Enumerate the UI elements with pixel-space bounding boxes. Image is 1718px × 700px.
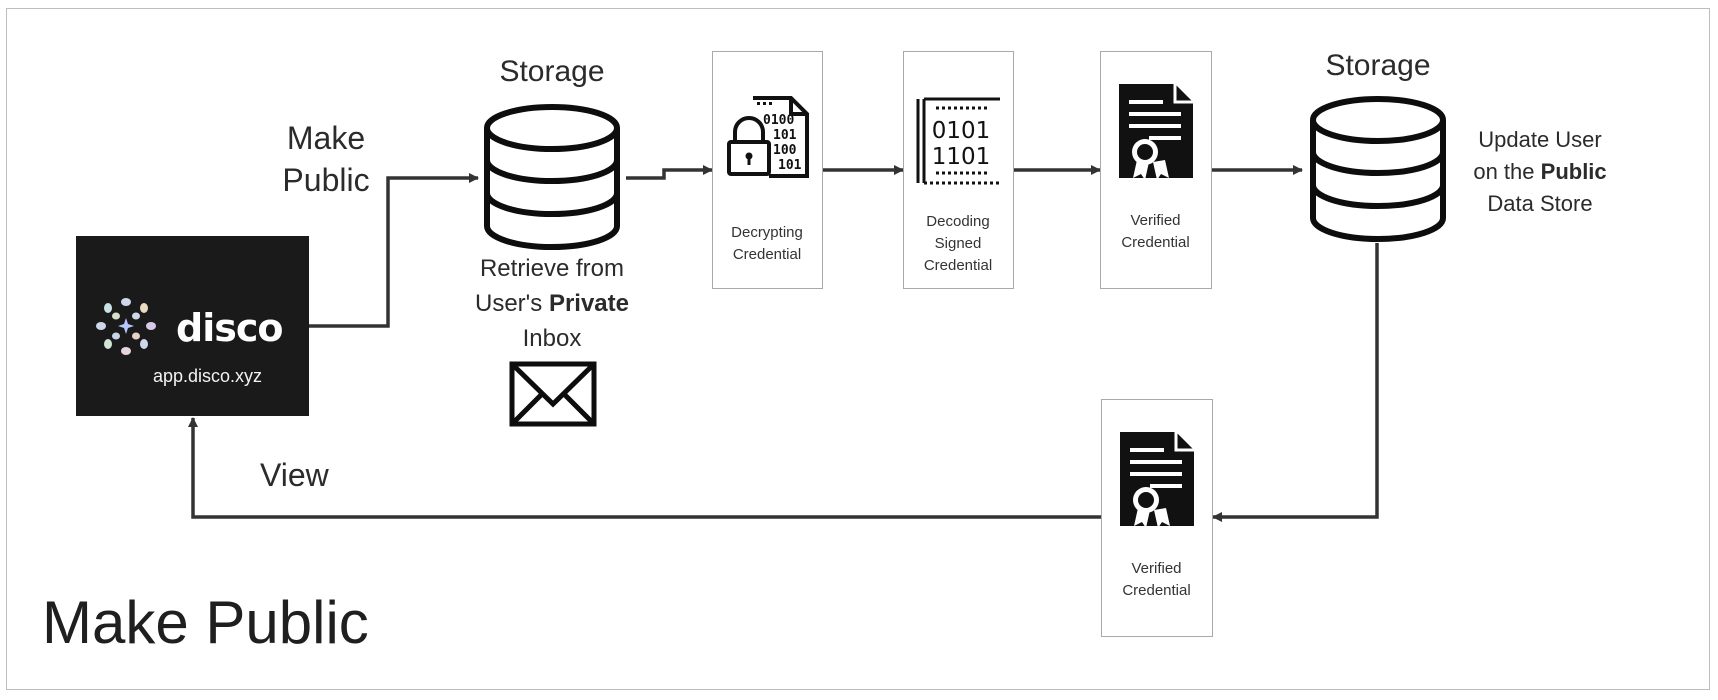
database-icon [484,104,620,250]
certificate-icon [1119,84,1193,180]
binary-document-icon: 0101 1101 [916,97,1000,185]
page-title: Make Public [42,589,369,656]
svg-text:0100: 0100 [763,113,794,128]
certificate-icon [1120,432,1194,528]
svg-text:0101: 0101 [932,118,991,144]
edge-label-view: View [260,457,329,493]
storage-caption-private: Retrieve from User's Private Inbox [475,255,629,352]
svg-text:1101: 1101 [932,144,991,170]
envelope-icon [509,361,597,427]
logo-brand-text: disco [176,306,283,350]
disco-app-logo[interactable]: disco app.disco.xyz [76,236,309,416]
edge-storage-to-verified2 [1212,243,1379,522]
storage-caption-public: Update User on the Public Data Store [1473,127,1607,216]
svg-text:101: 101 [773,128,797,143]
edge-logo-to-storage [309,173,479,328]
storage-heading-private: Storage [499,55,605,88]
edge-verified2-to-logo [188,417,1101,519]
storage-heading-public: Storage [1325,49,1431,82]
svg-text:101: 101 [778,158,802,173]
edge-label-make-public: Make Public [282,120,370,198]
sparkle-logo-icon [96,298,156,355]
database-icon [1310,96,1446,242]
edge-storage-to-decrypt [626,165,713,180]
svg-text:100: 100 [773,143,797,158]
diagram-frame [6,8,1710,690]
binary-digits: 0100 101 100 101 [763,113,802,173]
logo-url-text: app.disco.xyz [152,366,263,386]
encrypted-file-lock-icon: 0100 101 100 101 [727,96,809,178]
